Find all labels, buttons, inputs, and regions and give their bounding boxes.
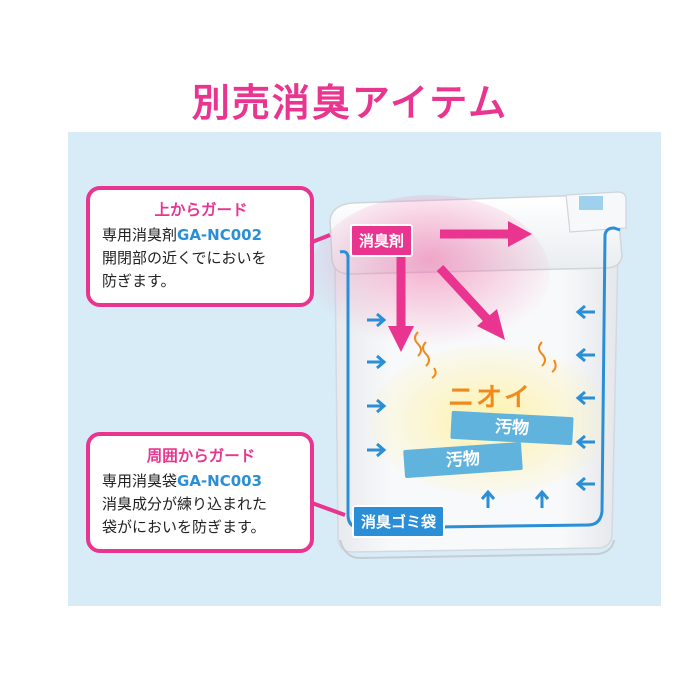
odor-label: ニオイ <box>448 383 533 413</box>
bag-arrows-left <box>367 312 387 458</box>
arrow-down-icon <box>388 326 414 352</box>
callout-connector <box>311 501 346 517</box>
deodorant-tag: 消臭剤 <box>350 224 414 257</box>
arrow-left-icon <box>575 476 595 492</box>
callout-text: 防ぎます。 <box>102 272 176 290</box>
deodorant-bag-tag: 消臭ゴミ袋 <box>352 505 446 538</box>
page-heading: 別売消臭アイテム <box>191 81 509 125</box>
callout-text: 袋がにおいを防ぎます。 <box>102 518 266 536</box>
bag-arrows-right <box>575 304 595 492</box>
arrow-up-icon <box>480 489 496 508</box>
deodorant-glow <box>310 195 550 355</box>
bag-arrows-bottom <box>480 489 550 508</box>
callout-text: 開閉部の近くでにおいを <box>102 249 267 267</box>
product-code: GA-NC003 <box>177 472 263 490</box>
arrow-down-right-icon <box>477 309 505 340</box>
callout-connector <box>311 233 331 244</box>
arrow-right-icon <box>367 398 387 414</box>
deodorant-arrows <box>388 221 532 352</box>
callout-text: 消臭成分が練り込まれた <box>102 495 268 513</box>
product-code: GA-NC002 <box>177 226 263 244</box>
arrow-right-icon <box>367 354 387 370</box>
callout-text: 専用消臭袋 <box>102 472 178 490</box>
callout-title: 周囲からガード <box>146 447 256 465</box>
arrow-left-icon <box>575 390 595 406</box>
top-guard-callout: 上からガード 専用消臭剤GA-NC002 開閉部の近くでにおいを 防ぎます。 <box>86 186 314 307</box>
callout-text: 専用消臭剤 <box>102 226 178 244</box>
side-guard-callout: 周囲からガード 専用消臭袋GA-NC003 消臭成分が練り込まれた 袋がにおいを… <box>86 432 314 553</box>
arrow-up-icon <box>534 489 550 508</box>
lid-sensor-icon <box>579 196 603 210</box>
arrow-left-icon <box>575 434 595 450</box>
arrow-right-icon <box>367 312 387 328</box>
arrow-left-icon <box>575 347 595 363</box>
arrow-left-icon <box>575 304 595 320</box>
callout-title: 上からガード <box>154 201 248 219</box>
deodorant-bag-outline <box>346 226 621 530</box>
arrow-right-icon <box>508 221 532 247</box>
arrow-right-icon <box>367 442 387 458</box>
odor-wisp-icon <box>414 331 557 379</box>
